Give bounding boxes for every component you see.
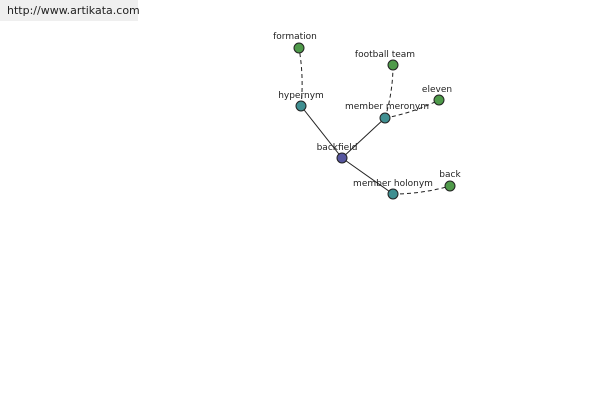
node-backfield[interactable] bbox=[336, 152, 348, 164]
graph-nodes bbox=[293, 42, 456, 200]
node-label-member-holonym[interactable]: member holonym bbox=[353, 179, 433, 189]
node-label-football-team[interactable]: football team bbox=[355, 50, 415, 60]
node-eleven[interactable] bbox=[433, 94, 445, 106]
node-hypernym[interactable] bbox=[295, 100, 307, 112]
node-label-backfield[interactable]: backfield bbox=[317, 143, 358, 153]
node-label-member-meronym[interactable]: member meronym bbox=[345, 102, 429, 112]
node-label-formation[interactable]: formation bbox=[273, 32, 317, 42]
node-member-holonym[interactable] bbox=[387, 188, 399, 200]
edge-backfield-member-meronym bbox=[341, 117, 386, 159]
node-football-team[interactable] bbox=[387, 59, 399, 71]
graph-labels: backfield hypernym member meronym member ho… bbox=[273, 32, 461, 189]
node-label-hypernym[interactable]: hypernym bbox=[278, 91, 324, 101]
node-member-meronym[interactable] bbox=[379, 112, 391, 124]
node-formation[interactable] bbox=[293, 42, 305, 54]
node-label-back[interactable]: back bbox=[439, 170, 461, 180]
edge-backfield-hypernym bbox=[300, 105, 343, 159]
node-back[interactable] bbox=[444, 180, 456, 192]
edge-backfield-member-holonym bbox=[341, 157, 394, 195]
graph-edges bbox=[298, 47, 451, 195]
node-label-eleven[interactable]: eleven bbox=[422, 85, 452, 95]
edge-hypernym-formation bbox=[298, 47, 303, 107]
url-bar[interactable]: http://www.artikata.com bbox=[0, 0, 140, 21]
